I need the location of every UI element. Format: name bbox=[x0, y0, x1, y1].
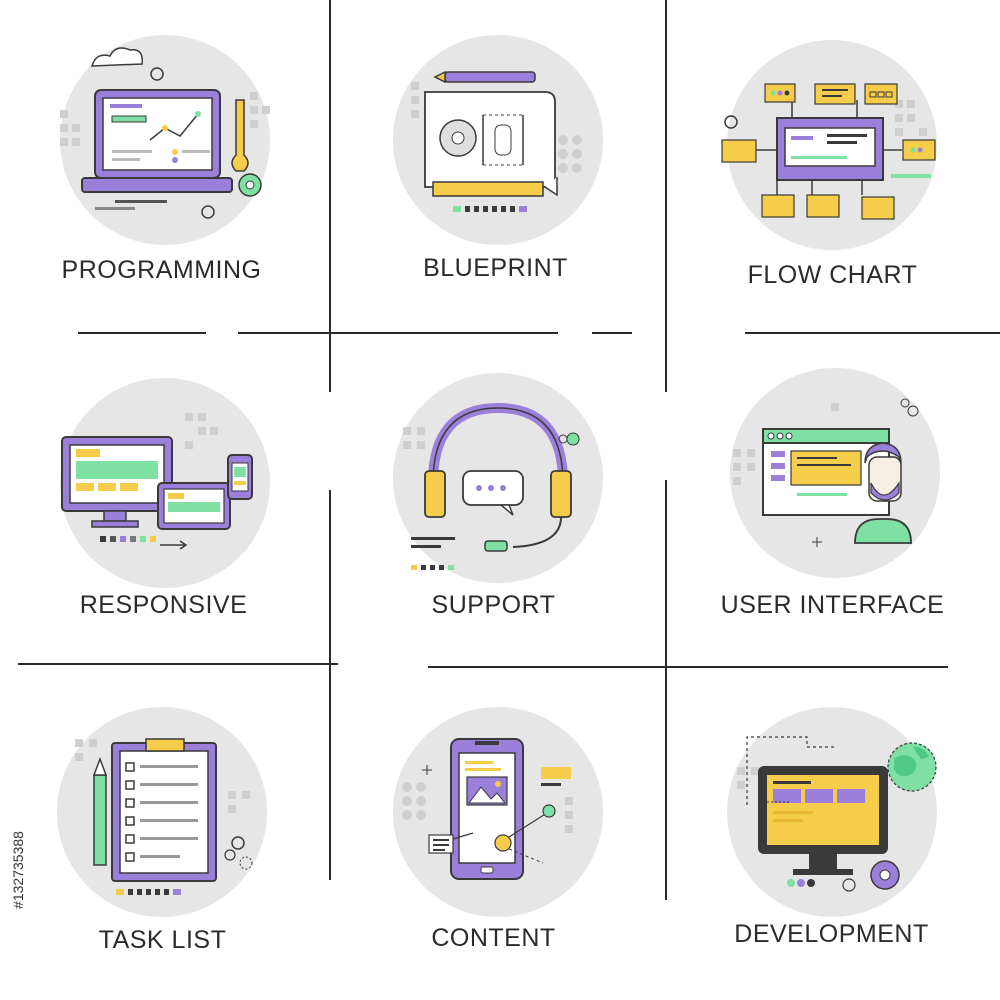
divider-horizontal-1d bbox=[745, 332, 1000, 334]
monitor-globe-icon bbox=[727, 707, 937, 917]
label-programming: PROGRAMMING bbox=[61, 256, 262, 284]
tile-blueprint: BLUEPRINT bbox=[333, 0, 666, 333]
stock-id-text: #132735388 bbox=[10, 831, 26, 909]
tile-flow-chart: FLOW CHART bbox=[667, 0, 1000, 333]
tile-programming: PROGRAMMING bbox=[0, 0, 333, 333]
clipboard-icon bbox=[57, 707, 267, 917]
laptop-code-icon bbox=[60, 35, 270, 245]
label-support: SUPPORT bbox=[431, 591, 556, 619]
label-flow-chart: FLOW CHART bbox=[747, 261, 918, 289]
label-responsive: RESPONSIVE bbox=[79, 591, 248, 619]
tile-support: SUPPORT bbox=[333, 333, 666, 666]
label-task-list: TASK LIST bbox=[98, 926, 227, 954]
label-development: DEVELOPMENT bbox=[734, 920, 929, 948]
tile-task-list: TASK LIST bbox=[0, 667, 333, 1000]
label-user-interface: USER INTERFACE bbox=[720, 591, 945, 619]
tile-responsive: RESPONSIVE bbox=[0, 333, 333, 666]
tile-user-interface: USER INTERFACE bbox=[667, 333, 1000, 666]
blueprint-icon bbox=[393, 35, 603, 245]
user-interface-icon bbox=[730, 368, 940, 578]
flow-chart-icon bbox=[721, 40, 937, 250]
divider-vertical-1 bbox=[329, 0, 331, 392]
smartphone-content-icon bbox=[393, 707, 603, 917]
tile-development: DEVELOPMENT bbox=[667, 667, 1000, 1000]
label-content: CONTENT bbox=[431, 924, 556, 952]
label-blueprint: BLUEPRINT bbox=[423, 254, 568, 282]
divider-horizontal-2b bbox=[428, 666, 948, 668]
divider-vertical-3 bbox=[329, 490, 331, 880]
headset-icon bbox=[393, 373, 603, 583]
divider-vertical-4 bbox=[665, 480, 667, 900]
tile-content: CONTENT bbox=[333, 667, 666, 1000]
divider-vertical-2 bbox=[665, 0, 667, 392]
divider-horizontal-1b bbox=[238, 332, 558, 334]
divider-horizontal-1c bbox=[592, 332, 632, 334]
divider-horizontal-2a bbox=[18, 663, 338, 665]
divider-horizontal-1a bbox=[78, 332, 206, 334]
responsive-devices-icon bbox=[60, 378, 270, 588]
